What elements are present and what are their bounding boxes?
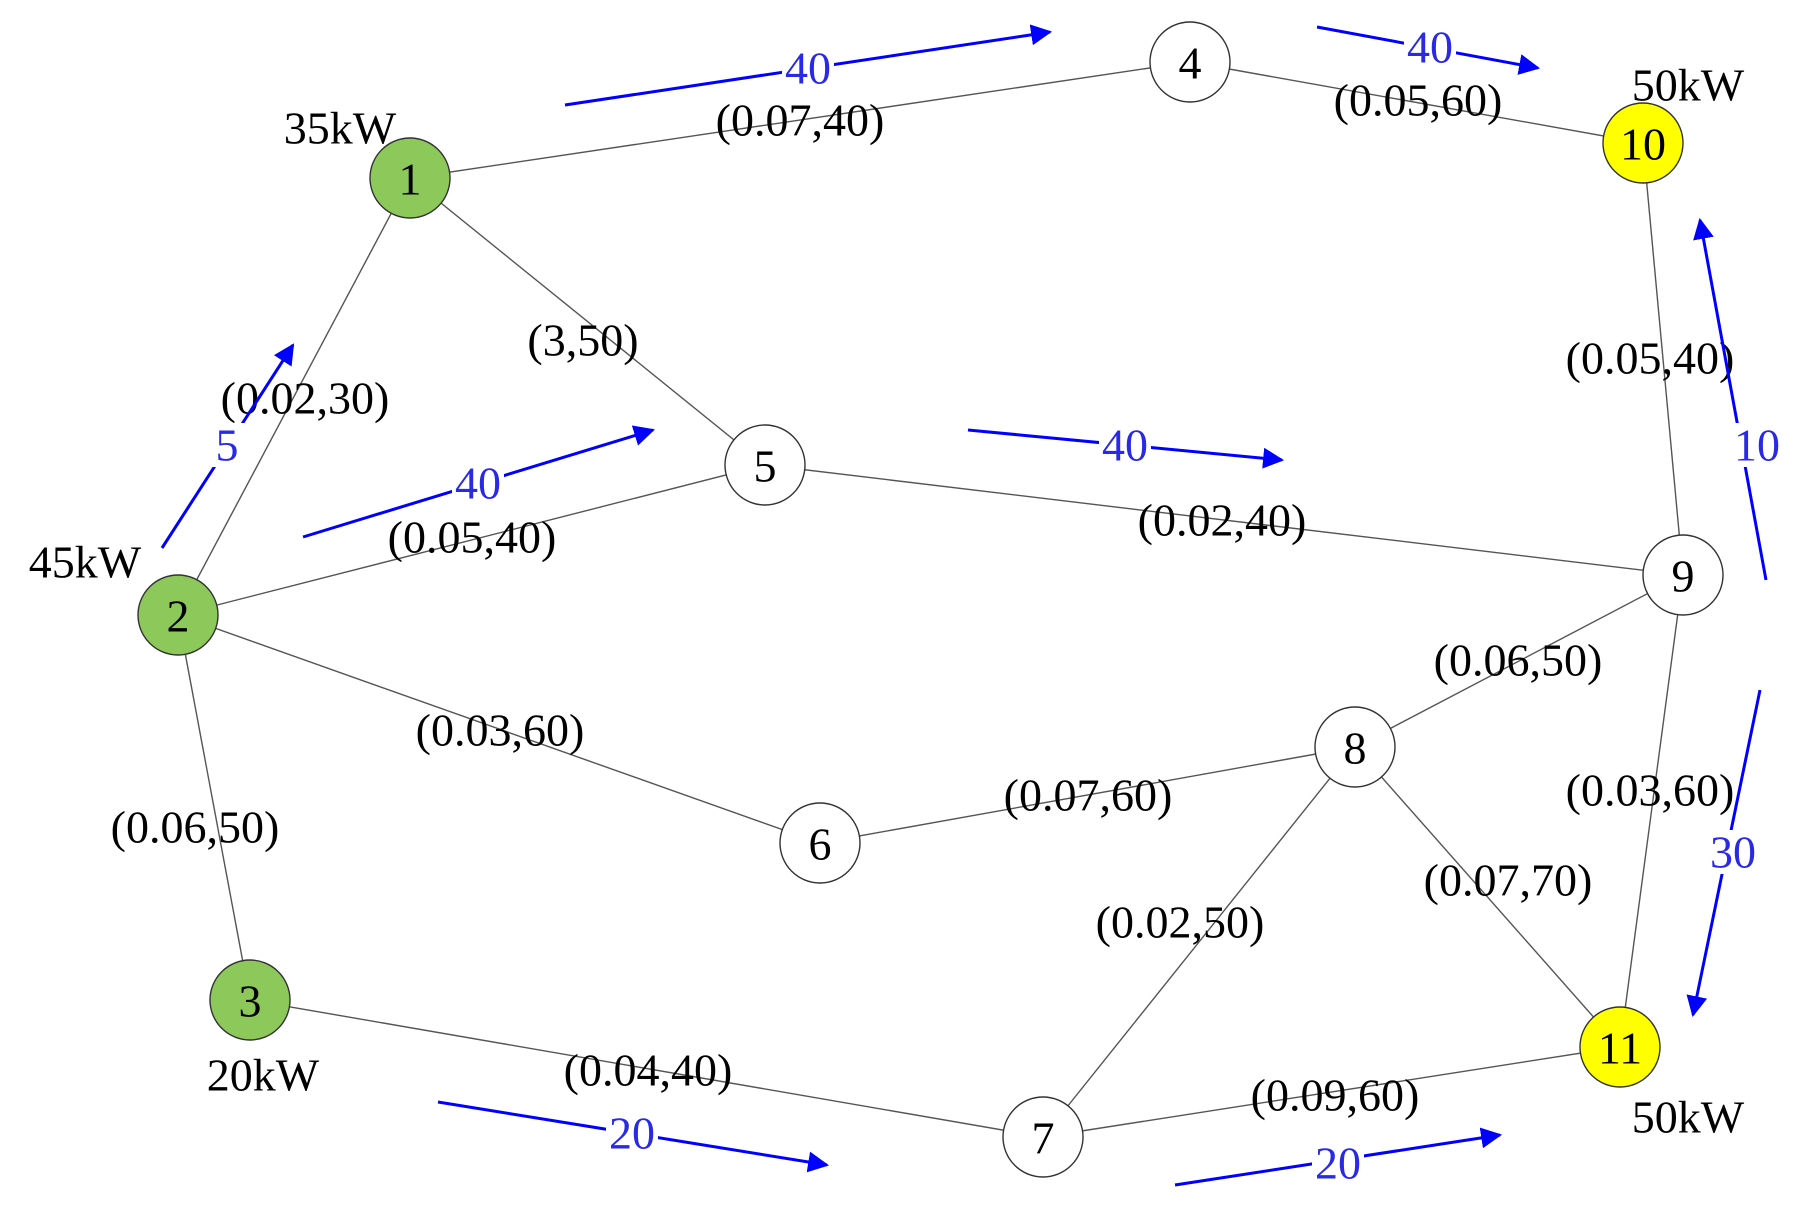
flow-value-1-4: 40 <box>785 43 831 94</box>
node-1[interactable]: 1 <box>369 137 451 219</box>
edge-label-9-10: (0.05,40) <box>1566 333 1735 384</box>
edge-2-6 <box>177 614 821 844</box>
edge-label-2-3: (0.06,50) <box>111 802 280 853</box>
node-circle-8 <box>1314 706 1396 788</box>
edge-label-8-9: (0.06,50) <box>1434 635 1603 686</box>
edge-8-9 <box>1354 574 1684 748</box>
flows-layer: 40 40 5 40 40 10 30 20 20 <box>160 22 1783 1189</box>
flow-value-2-5: 40 <box>455 458 501 509</box>
node-label-5: 5 <box>754 441 777 492</box>
node-3[interactable]: 3 <box>209 959 291 1041</box>
flow-label-bg-1-4 <box>782 46 834 90</box>
node-circle-5 <box>724 424 806 506</box>
node-5[interactable]: 5 <box>724 424 806 506</box>
edge-label-8-11: (0.07,70) <box>1424 855 1593 906</box>
edge-label-7-8: (0.02,50) <box>1096 897 1265 948</box>
node-label-8: 8 <box>1344 723 1367 774</box>
node-label-6: 6 <box>809 819 832 870</box>
edge-label-6-8: (0.07,60) <box>1004 770 1173 821</box>
node-7[interactable]: 7 <box>1002 1096 1084 1178</box>
edge-label-4-10: (0.05,60) <box>1334 75 1503 126</box>
edge-label-2-6: (0.03,60) <box>416 705 585 756</box>
flow-label-bg-2-5 <box>452 461 504 505</box>
edge-label-9-11: (0.03,60) <box>1566 765 1735 816</box>
nodes-layer: 1 2 3 4 5 6 7 8 9 10 11 <box>137 21 1724 1178</box>
node-circle-4 <box>1149 21 1231 103</box>
flow-value-2-1: 5 <box>216 420 239 471</box>
edge-2-5 <box>177 464 766 616</box>
power-label-node-2: 45kW <box>29 537 142 588</box>
power-label-node-3: 20kW <box>207 1050 320 1101</box>
edge-1-4 <box>409 61 1191 179</box>
power-label-node-11: 50kW <box>1632 1092 1745 1143</box>
edge-label-3-7: (0.04,40) <box>564 1045 733 1096</box>
edge-label-7-11: (0.09,60) <box>1251 1070 1420 1121</box>
node-11[interactable]: 11 <box>1579 1006 1661 1088</box>
edge-8-11 <box>1354 746 1621 1048</box>
flow-value-3-7: 20 <box>609 1108 655 1159</box>
edge-1-5 <box>409 177 766 466</box>
node-label-4: 4 <box>1179 38 1202 89</box>
edge-label-1-5: (3,50) <box>527 315 638 366</box>
node-9[interactable]: 9 <box>1642 534 1724 616</box>
flow-value-4-10: 40 <box>1407 22 1453 73</box>
flow-label-bg-4-10 <box>1404 25 1456 69</box>
node-2[interactable]: 2 <box>137 574 219 656</box>
flow-label-bg-9-10 <box>1731 423 1783 467</box>
node-4[interactable]: 4 <box>1149 21 1231 103</box>
node-circle-1 <box>369 137 451 219</box>
flow-label-bg-3-7 <box>606 1111 658 1155</box>
flow-value-7-11: 20 <box>1315 1138 1361 1189</box>
node-6[interactable]: 6 <box>779 802 861 884</box>
node-10[interactable]: 10 <box>1602 102 1684 184</box>
edge-labels-layer: (0.07,40)(0.05,60)(0.02,30)(3,50)(0.05,4… <box>111 75 1735 1121</box>
node-label-2: 2 <box>167 591 190 642</box>
flow-value-9-10: 10 <box>1734 420 1780 471</box>
flow-label-bg-2-1 <box>201 423 253 467</box>
node-circle-10 <box>1602 102 1684 184</box>
edge-label-5-9: (0.02,40) <box>1138 495 1307 546</box>
flow-value-5-9: 40 <box>1102 420 1148 471</box>
edge-6-8 <box>819 746 1356 844</box>
edge-label-1-4: (0.07,40) <box>716 95 885 146</box>
flow-arrow-9-10 <box>1693 217 1768 581</box>
power-label-node-1: 35kW <box>284 103 397 154</box>
flow-value-9-11: 30 <box>1710 827 1756 878</box>
edge-9-11 <box>1619 574 1684 1048</box>
node-circle-6 <box>779 802 861 884</box>
edge-2-3 <box>177 614 251 1001</box>
flow-label-bg-9-11 <box>1707 830 1759 874</box>
edge-7-8 <box>1042 746 1356 1138</box>
node-label-11: 11 <box>1598 1023 1642 1074</box>
node-circle-3 <box>209 959 291 1041</box>
edge-1-2 <box>177 177 411 616</box>
edge-9-10 <box>1642 142 1684 576</box>
edge-4-10 <box>1189 61 1644 144</box>
node-label-1: 1 <box>399 154 422 205</box>
node-label-7: 7 <box>1032 1113 1055 1164</box>
flow-label-bg-7-11 <box>1312 1141 1364 1185</box>
node-circle-9 <box>1642 534 1724 616</box>
node-circle-2 <box>137 574 219 656</box>
node-label-3: 3 <box>239 976 262 1027</box>
power-label-node-10: 50kW <box>1632 60 1745 111</box>
edge-7-11 <box>1042 1046 1621 1138</box>
edges-layer <box>177 61 1684 1138</box>
node-label-9: 9 <box>1672 551 1695 602</box>
node-8[interactable]: 8 <box>1314 706 1396 788</box>
node-circle-11 <box>1579 1006 1661 1088</box>
flow-label-bg-5-9 <box>1099 423 1151 467</box>
node-circle-7 <box>1002 1096 1084 1178</box>
edge-3-7 <box>249 999 1044 1138</box>
edge-label-2-5: (0.05,40) <box>388 512 557 563</box>
node-label-10: 10 <box>1620 119 1666 170</box>
edge-5-9 <box>764 464 1684 576</box>
